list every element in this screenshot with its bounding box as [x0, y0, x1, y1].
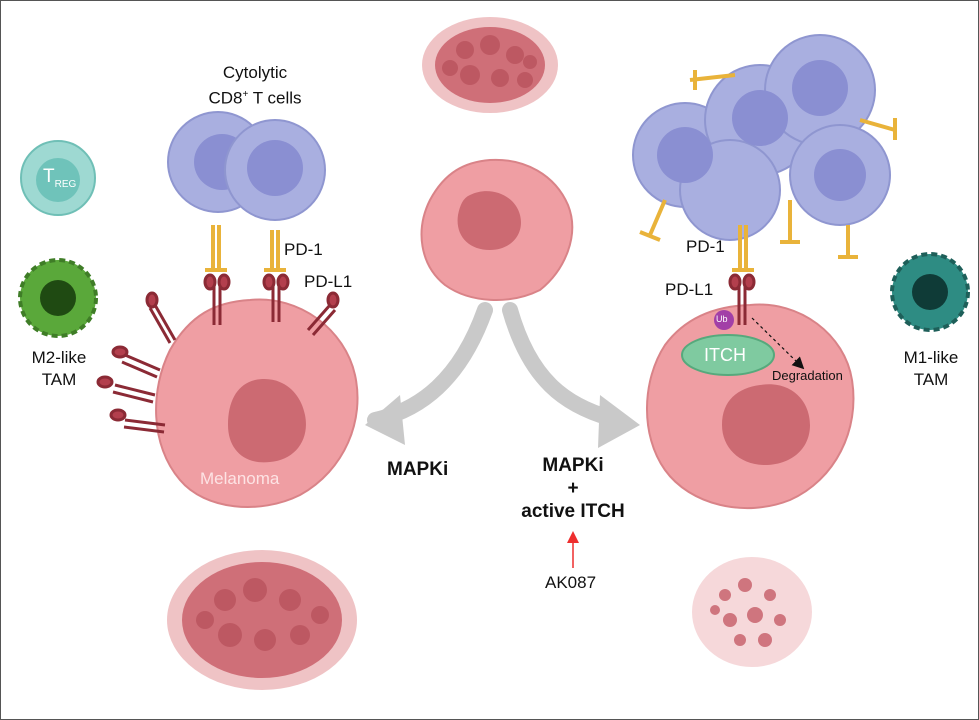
- t-cells-label: Cytolytic CD8+ T cells: [190, 62, 320, 110]
- treg-label-main: T: [43, 166, 55, 187]
- mapki-itch-label-line3: active ITCH: [521, 501, 625, 522]
- m2-tam-label-line1: M2-like: [31, 348, 87, 367]
- tumor-mass-bottom-left: [167, 550, 357, 690]
- mapki-itch-label-line2: +: [567, 478, 579, 499]
- ub-label: Ub: [716, 314, 728, 324]
- right-pd1-receptors: [639, 70, 897, 272]
- m2-tam-label-line2: TAM: [41, 370, 77, 389]
- arrow-right-head: [598, 395, 640, 448]
- pd1-label-right: PD-1: [686, 237, 725, 256]
- right-pd-l1-ligand: [728, 273, 756, 325]
- m1-tam-label-line2: TAM: [913, 370, 949, 389]
- mapki-itch-label: MAPKi + active ITCH: [508, 454, 638, 523]
- t-cells-label-superscript: +: [242, 89, 249, 100]
- center-melanoma-cell: [420, 158, 574, 302]
- degradation-arrow: [751, 317, 805, 370]
- m1-tam-label-line1: M1-like: [903, 348, 959, 367]
- itch-label: ITCH: [704, 345, 746, 365]
- mapki-left-label: MAPKi: [387, 459, 449, 480]
- mapki-itch-label-line1: MAPKi: [542, 455, 604, 476]
- ak087-label: AK087: [545, 573, 597, 592]
- t-cells-label-line1: Cytolytic: [222, 63, 288, 82]
- m2-like-tam-cell: [18, 258, 98, 338]
- pdl1-label-left: PD-L1: [304, 272, 353, 291]
- tumor-mass-bottom-right: [692, 557, 812, 667]
- right-t-cell-nuclei: [657, 60, 866, 201]
- treg-label: TREG: [43, 166, 76, 190]
- t-cells-label-tcells: T cells: [248, 88, 302, 108]
- itch-protein: [681, 334, 775, 376]
- treg-label-sub: REG: [54, 178, 77, 190]
- tumor-mass-top: [422, 17, 558, 113]
- arrow-right: [502, 302, 618, 426]
- ak087-arrow-head: [567, 531, 579, 543]
- m1-tam-label: M1-like TAM: [886, 347, 976, 391]
- ubiquitin-marker: [714, 310, 734, 330]
- degradation-label: Degradation: [772, 368, 843, 383]
- m2-tam-label: M2-like TAM: [14, 347, 104, 391]
- pdl1-label-right: PD-L1: [665, 280, 714, 299]
- left-t-cells: [167, 111, 326, 221]
- melanoma-label: Melanoma: [200, 469, 280, 488]
- left-melanoma-cell: [155, 298, 359, 508]
- pd1-label-left: PD-1: [284, 240, 323, 259]
- t-cells-label-cd8: CD8: [208, 88, 243, 108]
- treg-cell: [20, 140, 96, 216]
- left-pd1-receptors: [205, 225, 286, 272]
- left-pd-l1-ligands: [96, 273, 340, 434]
- right-melanoma-cell: [646, 303, 855, 510]
- m1-like-tam-cell: [890, 252, 970, 332]
- arrow-left-head: [365, 395, 405, 445]
